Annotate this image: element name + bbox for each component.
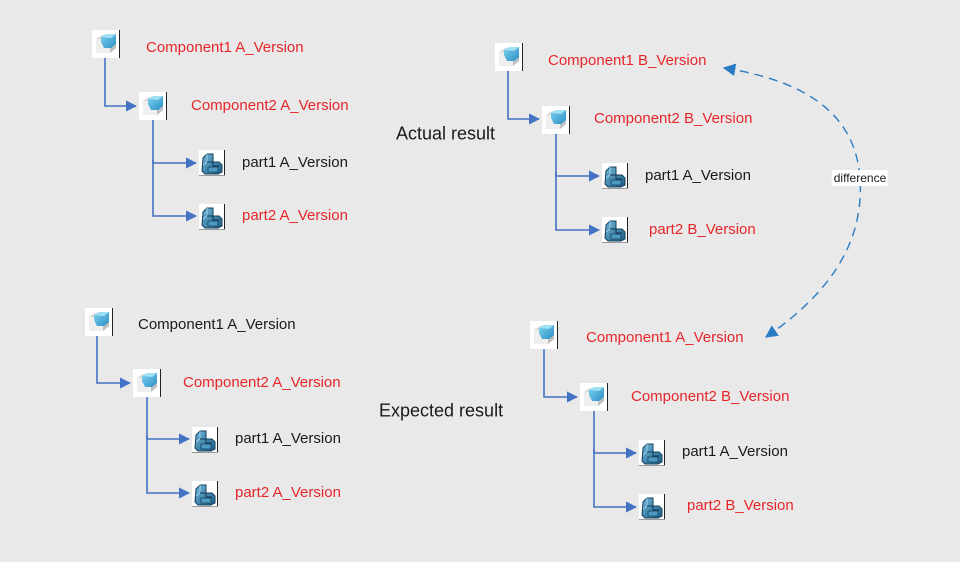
connector-br-comp2-part2	[593, 449, 638, 513]
tree-node-label: part2 A_Version	[235, 484, 341, 501]
difference-arrow	[722, 63, 862, 338]
assembly-cube-icon	[92, 30, 120, 58]
connector-tl-comp2-part1	[152, 120, 198, 169]
tree-node-label: Component1 A_Version	[586, 329, 744, 346]
tree-node-label: part1 A_Version	[682, 443, 788, 460]
tree-node-label: part1 A_Version	[645, 167, 751, 184]
connector-tl-comp2-part2	[152, 160, 198, 222]
tree-node-label: part2 B_Version	[687, 497, 794, 514]
connector-bl-comp2-part2	[146, 435, 191, 499]
tree-node-label: Component1 B_Version	[548, 52, 707, 69]
part-icon	[192, 427, 218, 453]
part-icon	[639, 494, 665, 520]
tree-node-label: Component2 A_Version	[191, 97, 349, 114]
connector-bl-comp2-part1	[146, 397, 191, 445]
assembly-cube-icon	[580, 383, 608, 411]
assembly-cube-icon	[542, 106, 570, 134]
assembly-cube-icon	[495, 43, 523, 71]
part-icon	[602, 163, 628, 189]
tree-node-label: Component2 B_Version	[631, 388, 790, 405]
connector-tr-comp1-comp2	[507, 71, 541, 125]
assembly-cube-icon	[133, 369, 161, 397]
difference-label: difference	[831, 170, 889, 186]
tree-node-label: Component1 A_Version	[146, 39, 304, 56]
tree-node-label: part1 A_Version	[235, 430, 341, 447]
caption-actual-result: Actual result	[396, 123, 496, 144]
tree-node-label: part1 A_Version	[242, 154, 348, 171]
connector-bl-comp1-comp2	[96, 336, 132, 389]
part-icon	[602, 217, 628, 243]
tree-node-label: part2 A_Version	[242, 207, 348, 224]
tree-node-label: Component2 B_Version	[594, 110, 753, 127]
connector-br-comp1-comp2	[543, 349, 579, 403]
assembly-cube-icon	[85, 308, 113, 336]
tree-node-label: part2 B_Version	[649, 221, 756, 238]
caption-expected-result: Expected result	[379, 400, 504, 421]
part-icon	[639, 440, 665, 466]
connector-tr-comp2-part1	[555, 134, 601, 182]
connector-tl-comp1-comp2	[104, 58, 138, 112]
part-icon	[199, 204, 225, 230]
connector-tr-comp2-part2	[555, 172, 601, 236]
part-icon	[199, 150, 225, 176]
assembly-cube-icon	[530, 321, 558, 349]
connector-br-comp2-part1	[593, 411, 638, 459]
part-icon	[192, 481, 218, 507]
assembly-cube-icon	[139, 92, 167, 120]
tree-node-label: Component2 A_Version	[183, 374, 341, 391]
tree-node-label: Component1 A_Version	[138, 316, 296, 333]
